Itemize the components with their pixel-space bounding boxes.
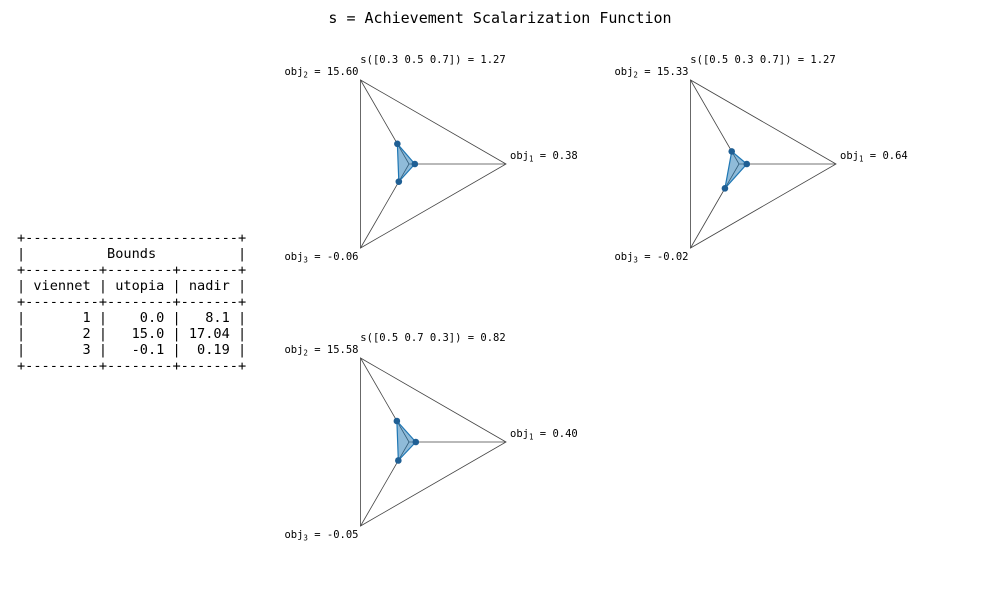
radar-area: [396, 142, 416, 184]
radar-point-3: [395, 178, 403, 185]
radar-frame: [690, 79, 837, 249]
axis-label-obj3: obj3 = -0.06: [284, 251, 358, 265]
radar-point-1: [411, 160, 419, 168]
radar-point-1: [743, 160, 751, 168]
axis-label-obj2: obj2 = 15.33: [614, 66, 688, 80]
radar-frame: [360, 357, 507, 527]
axis-label-obj1: obj1 = 0.64: [840, 150, 908, 164]
radar-point-1: [412, 438, 420, 446]
radar-chart-3: s([0.5 0.7 0.3]) = 0.82 obj1 = 0.40 obj2 =…: [284, 332, 577, 543]
radar-title: s([0.5 0.7 0.3]) = 0.82: [360, 332, 505, 344]
radar-point-3: [395, 457, 402, 464]
axis-label-obj1: obj1 = 0.38: [510, 150, 578, 164]
radar-point-2: [394, 140, 401, 148]
radar-frame: [360, 79, 507, 249]
bounds-table: +--------------------------+ | Bounds | …: [17, 230, 247, 374]
axis-label-obj2: obj2 = 15.58: [284, 344, 358, 358]
axis-label-obj3: obj3 = -0.05: [284, 529, 358, 543]
axis-label-obj2: obj2 = 15.60: [284, 66, 358, 80]
radar-point-2: [728, 148, 736, 155]
axis-label-obj3: obj3 = -0.02: [614, 251, 688, 265]
radar-point-3: [721, 185, 729, 192]
radar-area: [723, 150, 748, 191]
radar-title: s([0.3 0.5 0.7]) = 1.27: [360, 54, 505, 66]
figure-title: s = Achievement Scalarization Function: [328, 9, 672, 27]
radar-point-2: [393, 417, 401, 425]
radar-chart-2: s([0.5 0.3 0.7]) = 1.27 obj1 = 0.64 obj2 =…: [614, 54, 907, 265]
axis-label-obj1: obj1 = 0.40: [510, 428, 578, 442]
radar-chart-1: s([0.3 0.5 0.7]) = 1.27 obj1 = 0.38 obj2 =…: [284, 54, 577, 265]
radar-title: s([0.5 0.3 0.7]) = 1.27: [690, 54, 835, 66]
radar-area: [396, 419, 417, 462]
